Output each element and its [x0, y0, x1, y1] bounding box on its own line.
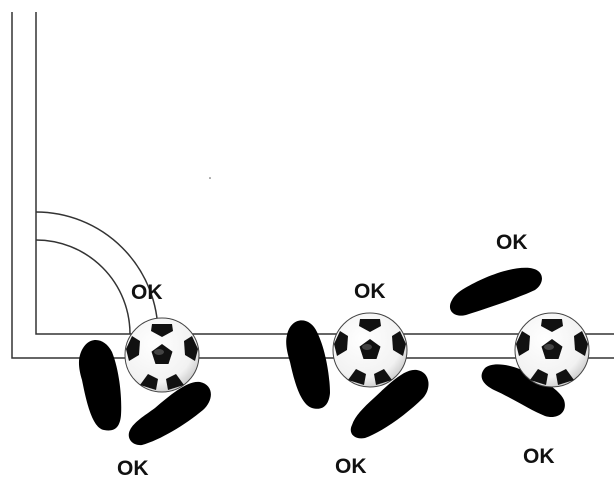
corner-arc-outer	[35, 211, 159, 335]
shoe-print-icon	[350, 369, 429, 439]
ok-label: OK	[523, 445, 555, 468]
field-lines	[11, 12, 614, 359]
shoe-print-icon	[78, 339, 122, 431]
scenario-1	[78, 317, 211, 446]
ok-label: OK	[117, 457, 149, 477]
soccer-ball-icon	[124, 317, 200, 393]
ok-label: OK	[496, 231, 528, 254]
shoe-print-icon	[449, 267, 542, 316]
shoe-print-icon	[128, 381, 211, 446]
shoe-print-icon	[481, 364, 565, 418]
ok-label: OK	[354, 280, 386, 303]
outer-touchline	[11, 12, 614, 359]
ok-label: OK	[335, 455, 367, 477]
corner-arc-inner	[35, 239, 131, 335]
soccer-ball-icon	[332, 312, 408, 388]
ok-label: OK	[131, 281, 163, 304]
scenario-2	[286, 312, 429, 439]
inner-touchline	[35, 12, 614, 335]
soccer-ball-icon	[514, 312, 590, 388]
shoe-print-icon	[286, 320, 330, 409]
scenario-3	[449, 267, 590, 418]
